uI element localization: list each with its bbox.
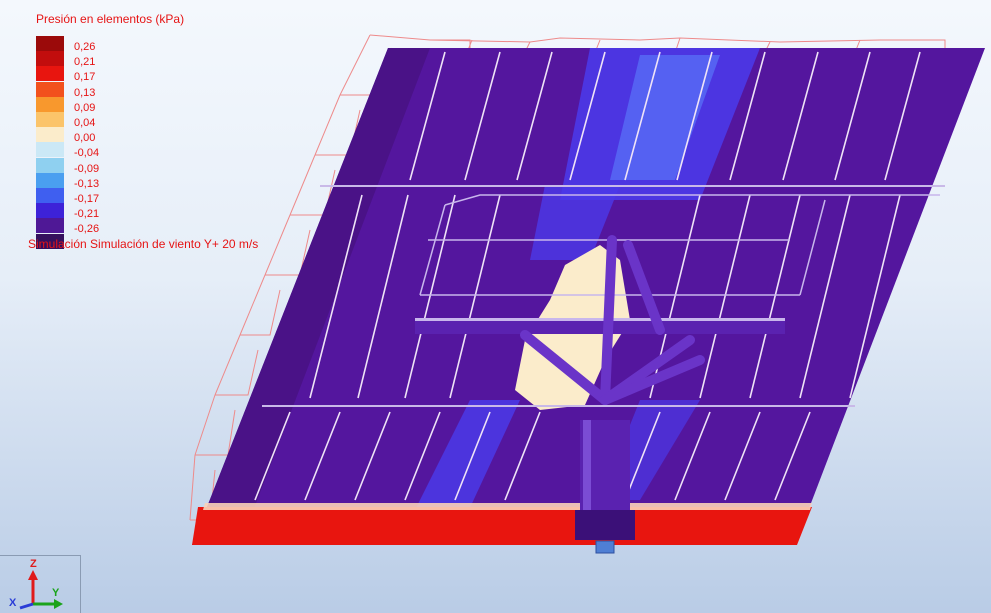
cross-beam-highlight bbox=[415, 318, 785, 321]
legend-value-label: -0,13 bbox=[74, 177, 100, 190]
legend-swatch bbox=[36, 127, 64, 143]
legend-value-label: 0,04 bbox=[74, 117, 96, 129]
axis-triad[interactable]: Z Y X bbox=[0, 555, 81, 613]
mount-foot bbox=[595, 540, 615, 554]
legend-swatch bbox=[36, 66, 64, 82]
legend-swatch bbox=[36, 233, 64, 249]
y-axis-arrowhead bbox=[54, 599, 63, 609]
mount-post-highlight bbox=[583, 420, 591, 515]
z-axis-label: Z bbox=[30, 558, 37, 570]
legend-swatch bbox=[36, 218, 64, 234]
legend-swatch bbox=[36, 51, 64, 67]
legend-swatch bbox=[36, 157, 64, 173]
legend-value-label: -0,09 bbox=[74, 162, 100, 175]
legend-swatch bbox=[36, 142, 64, 158]
legend-value-label: 0,26 bbox=[74, 41, 96, 53]
high-pressure-edge bbox=[192, 507, 812, 545]
panel-slats-mid bbox=[309, 194, 901, 399]
legend-swatch bbox=[36, 172, 64, 188]
z-axis-arrowhead bbox=[28, 570, 38, 580]
legend-value-label: -0,21 bbox=[74, 208, 100, 221]
legend-value-label: 0,09 bbox=[74, 101, 96, 114]
simulation-caption: Simulación Simulación de viento Y+ 20 m/… bbox=[28, 237, 259, 251]
legend-swatch bbox=[36, 203, 64, 219]
legend-title: Presión en elementos (kPa) bbox=[36, 12, 185, 26]
legend-value-label: 0,00 bbox=[74, 132, 96, 145]
suction-band-core bbox=[610, 55, 720, 180]
x-axis-arrow bbox=[19, 602, 34, 610]
legend-value-label: 0,13 bbox=[74, 86, 96, 99]
legend-value-label: 0,17 bbox=[74, 71, 96, 84]
panel-slats-bottom bbox=[254, 411, 811, 501]
legend-swatch bbox=[36, 36, 64, 51]
x-axis-label: X bbox=[9, 597, 17, 609]
suction-band-mid bbox=[530, 185, 620, 260]
legend-value-label: -0,04 bbox=[74, 147, 100, 160]
mount-base bbox=[575, 510, 635, 540]
legend-swatch bbox=[36, 81, 64, 97]
panel-shading bbox=[192, 48, 430, 545]
mount-struts bbox=[520, 235, 705, 405]
legend-swatch bbox=[36, 96, 64, 112]
panel-rails bbox=[262, 185, 945, 407]
legend-swatch bbox=[36, 188, 64, 203]
legend-swatch bbox=[36, 112, 64, 127]
legend-value-label: -0,17 bbox=[74, 193, 100, 205]
high-pressure-edge-light bbox=[203, 503, 812, 510]
axis-arrows bbox=[19, 570, 63, 610]
legend-value-label: -0,26 bbox=[74, 223, 100, 236]
legend-value-label: 0,21 bbox=[74, 56, 96, 69]
cross-beam bbox=[415, 318, 785, 334]
panel-slats-top bbox=[409, 51, 921, 181]
y-axis-label: Y bbox=[52, 587, 60, 599]
